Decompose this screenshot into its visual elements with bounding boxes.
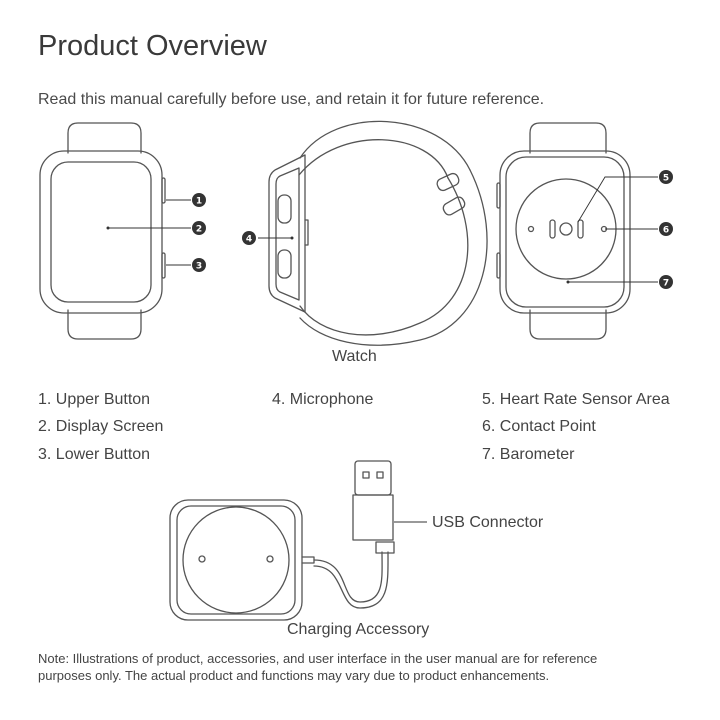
page-subtitle: Read this manual carefully before use, a…	[38, 91, 545, 108]
callout-marker-3: 3	[192, 258, 206, 272]
legend-item-barometer: 7. Barometer	[482, 446, 575, 463]
usb-connector-label: USB Connector	[432, 514, 544, 531]
charging-accessory	[169, 460, 395, 621]
callout-number: 1	[196, 196, 202, 206]
legend-item-microphone: 4. Microphone	[272, 391, 374, 408]
legend-item-heart-rate-sensor: 5. Heart Rate Sensor Area	[482, 391, 670, 408]
callout-marker-1: 1	[192, 193, 206, 207]
legend-item-upper-button: 1. Upper Button	[38, 391, 151, 408]
callout-number: 7	[663, 278, 669, 288]
callout-number: 2	[196, 224, 202, 234]
callout-number: 4	[246, 234, 252, 244]
disclaimer-note: Note: Illustrations of product, accessor…	[38, 650, 688, 684]
page-title: Product Overview	[38, 30, 267, 62]
callout-marker-5: 5	[659, 170, 673, 184]
callout-marker-6: 6	[659, 222, 673, 236]
note-line-1: Note: Illustrations of product, accessor…	[38, 651, 598, 666]
charger-caption: Charging Accessory	[287, 621, 430, 638]
callout-marker-2: 2	[192, 221, 206, 235]
callout-marker-7: 7	[659, 275, 673, 289]
legend-item-display-screen: 2. Display Screen	[38, 418, 164, 435]
callout-number: 5	[663, 173, 669, 183]
callout-dots	[106, 226, 570, 284]
callout-number: 3	[196, 261, 202, 271]
callout-marker-4: 4	[242, 231, 256, 245]
watch-front-view	[39, 122, 166, 340]
note-line-2: purposes only. The actual product and fu…	[38, 668, 550, 683]
callout-number: 6	[663, 225, 669, 235]
watch-side-view	[268, 120, 488, 346]
legend-item-contact-point: 6. Contact Point	[482, 418, 596, 435]
callout-lines	[108, 176, 658, 523]
watch-caption: Watch	[332, 348, 377, 365]
legend-item-lower-button: 3. Lower Button	[38, 446, 151, 463]
watch-back-view	[496, 122, 631, 340]
